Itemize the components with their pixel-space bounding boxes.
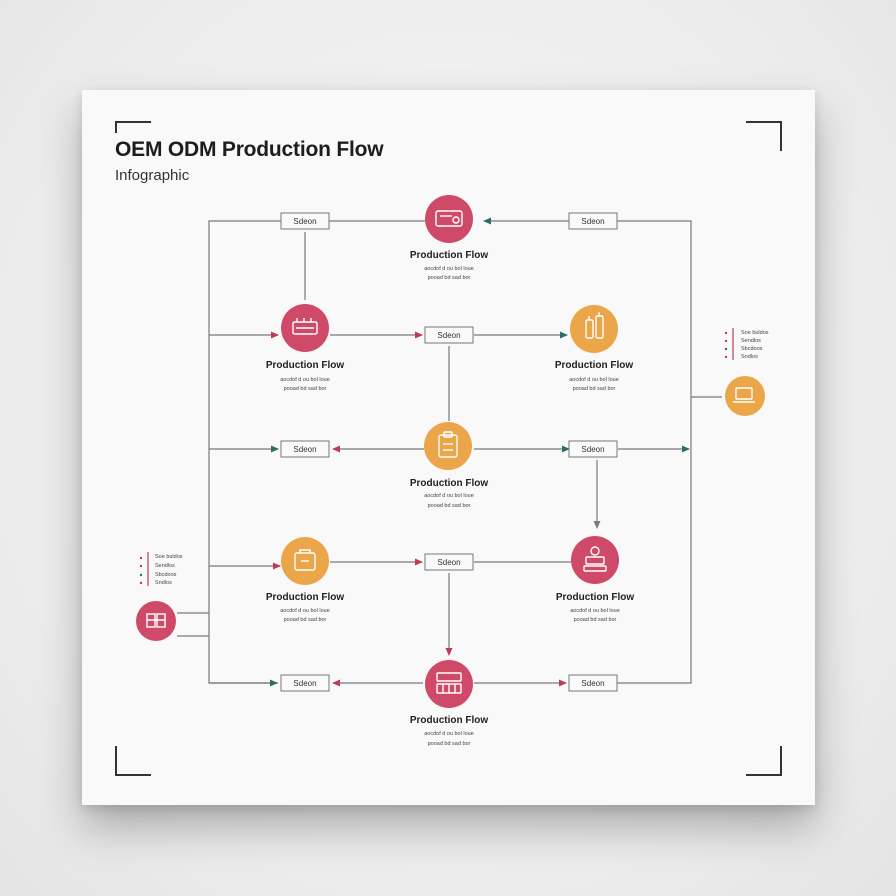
node-description: pooad bd sad bor bbox=[573, 386, 616, 392]
clipboard-icon bbox=[438, 431, 458, 458]
node-description: pooad bd sad bor bbox=[284, 617, 327, 623]
side-node-right bbox=[725, 376, 765, 416]
box-label: Sdeon bbox=[581, 679, 604, 688]
legend-item: Sndlos bbox=[155, 580, 172, 586]
corner-mark-top-right bbox=[746, 121, 782, 151]
node-description: pooad bd sad bor bbox=[428, 275, 471, 281]
box-label: Sdeon bbox=[293, 445, 316, 454]
box-label: Sdeon bbox=[581, 217, 604, 226]
label-box: Sdeon bbox=[280, 440, 330, 458]
node-description: aocdof d ou bol loue bbox=[280, 608, 330, 614]
package-icon bbox=[294, 549, 316, 571]
legend-right: Soe buldos Sendlos Sbcdoos Sndlos bbox=[724, 328, 769, 360]
legend-item: Sbcdoos bbox=[741, 346, 763, 352]
process-node: Production Flow aocdof d ou bol loue poo… bbox=[266, 304, 345, 392]
legend-left: Soe buldos Sendlos Sbcdoos Sndlos bbox=[139, 552, 183, 586]
legend-item: Soe buldos bbox=[741, 330, 769, 336]
node-description: aocdof d ou bol loue bbox=[569, 377, 619, 383]
legend-item: Soe buldos bbox=[155, 554, 183, 560]
process-node: Production Flow aocdof d ou bol loue poo… bbox=[266, 537, 345, 623]
corner-mark-bottom-left bbox=[115, 746, 151, 776]
factory-icon bbox=[292, 318, 318, 335]
node-description: aocdof d ou bol loue bbox=[424, 266, 474, 272]
node-label: Production Flow bbox=[556, 592, 635, 603]
node-description: pooad bd sad bor bbox=[284, 386, 327, 392]
node-label: Production Flow bbox=[410, 478, 489, 489]
node-description: pooad bd sad bor bbox=[428, 503, 471, 509]
process-node: Production Flow aocdof d ou bol loue poo… bbox=[556, 536, 635, 623]
machine-icon bbox=[435, 210, 463, 227]
node-description: aocdof d ou bol loue bbox=[424, 731, 474, 737]
node-label: Production Flow bbox=[555, 360, 634, 371]
process-node: Production Flow aocdof d ou bol loue poo… bbox=[410, 660, 489, 747]
node-label: Production Flow bbox=[266, 360, 345, 371]
box-label: Sdeon bbox=[293, 679, 316, 688]
assembly-icon bbox=[436, 672, 462, 694]
node-description: pooad bd sad bor bbox=[428, 741, 471, 747]
box-label: Sdeon bbox=[437, 558, 460, 567]
connector-side-left bbox=[177, 612, 209, 637]
corner-mark-top-left bbox=[115, 121, 151, 133]
node-label: Production Flow bbox=[410, 715, 489, 726]
box-label: Sdeon bbox=[437, 331, 460, 340]
corner-mark-bottom-right bbox=[746, 746, 782, 776]
label-box: Sdeon bbox=[568, 440, 618, 458]
node-label: Production Flow bbox=[266, 592, 345, 603]
page-subtitle: Infographic bbox=[115, 167, 190, 184]
box-label: Sdeon bbox=[293, 217, 316, 226]
process-node: Production Flow aocdof d ou bol loue poo… bbox=[410, 422, 489, 509]
laptop-icon bbox=[733, 387, 755, 403]
node-description: aocdof d ou bol loue bbox=[280, 377, 330, 383]
crates-icon bbox=[146, 613, 166, 628]
page-title: OEM ODM Production Flow bbox=[115, 138, 384, 161]
label-box: Sdeon bbox=[568, 674, 618, 692]
worker-icon bbox=[583, 546, 607, 572]
label-box: Sdeon bbox=[280, 674, 330, 692]
legend-item: Sendlos bbox=[741, 338, 761, 344]
label-box: Sdeon bbox=[568, 212, 618, 230]
label-box: Sdeon bbox=[424, 553, 474, 571]
label-box: Sdeon bbox=[424, 326, 474, 344]
node-description: aocdof d ou bol loue bbox=[424, 493, 474, 499]
legend-item: Sndlos bbox=[741, 354, 758, 360]
connector-lines bbox=[177, 217, 722, 687]
process-node: Production Flow aocdof d ou bol loue poo… bbox=[410, 195, 489, 281]
side-node-left bbox=[136, 601, 176, 641]
box-label: Sdeon bbox=[581, 445, 604, 454]
node-label: Production Flow bbox=[410, 250, 489, 261]
legend-item: Sendlos bbox=[155, 563, 175, 569]
legend-item: Sbcdoos bbox=[155, 572, 177, 578]
node-description: aocdof d ou bol loue bbox=[570, 608, 620, 614]
process-node: Production Flow aocdof d ou bol loue poo… bbox=[555, 305, 634, 392]
label-box: Sdeon bbox=[280, 212, 330, 230]
connector-frame-right bbox=[593, 220, 692, 684]
bottles-icon bbox=[585, 312, 604, 339]
node-description: pooad bd sad bor bbox=[574, 617, 617, 623]
